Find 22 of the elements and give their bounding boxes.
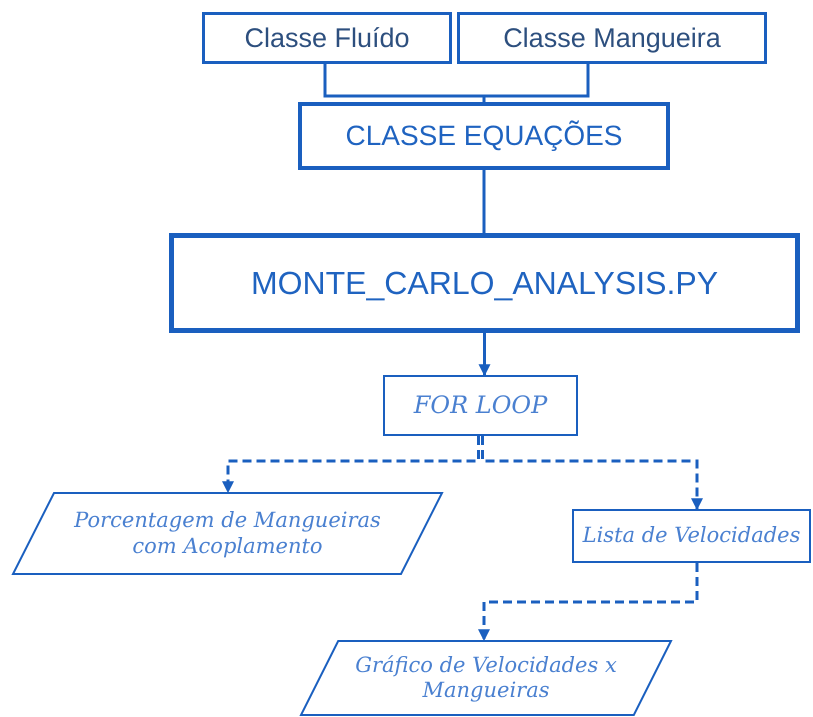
node-label: Classe Mangueira [502, 22, 722, 54]
node-label: Porcentagem de Mangueiras com Acoplamento [72, 508, 382, 559]
arrow [478, 333, 490, 376]
output-parallelogram [12, 492, 443, 575]
node-label: FOR LOOP [412, 391, 548, 420]
node-label: Classe Fluído [243, 22, 411, 54]
arrow [478, 563, 698, 642]
arrow [222, 436, 480, 494]
output-parallelogram [300, 640, 672, 716]
script-box [169, 233, 800, 333]
node-label: CLASSE EQUAÇÕES [344, 119, 624, 153]
node-label: Gráfico de Velocidades x Mangueiras [354, 652, 618, 704]
class-box [202, 12, 452, 64]
process-box [572, 509, 811, 563]
class-box [298, 102, 670, 170]
arrow [481, 436, 703, 510]
connector-line [482, 64, 590, 102]
process-box [383, 375, 578, 436]
class-box [457, 12, 767, 64]
connector-line [482, 170, 486, 233]
node-label: Lista de Velocidades [581, 523, 802, 549]
node-label: MONTE_CARLO_ANALYSIS.PY [250, 264, 720, 302]
